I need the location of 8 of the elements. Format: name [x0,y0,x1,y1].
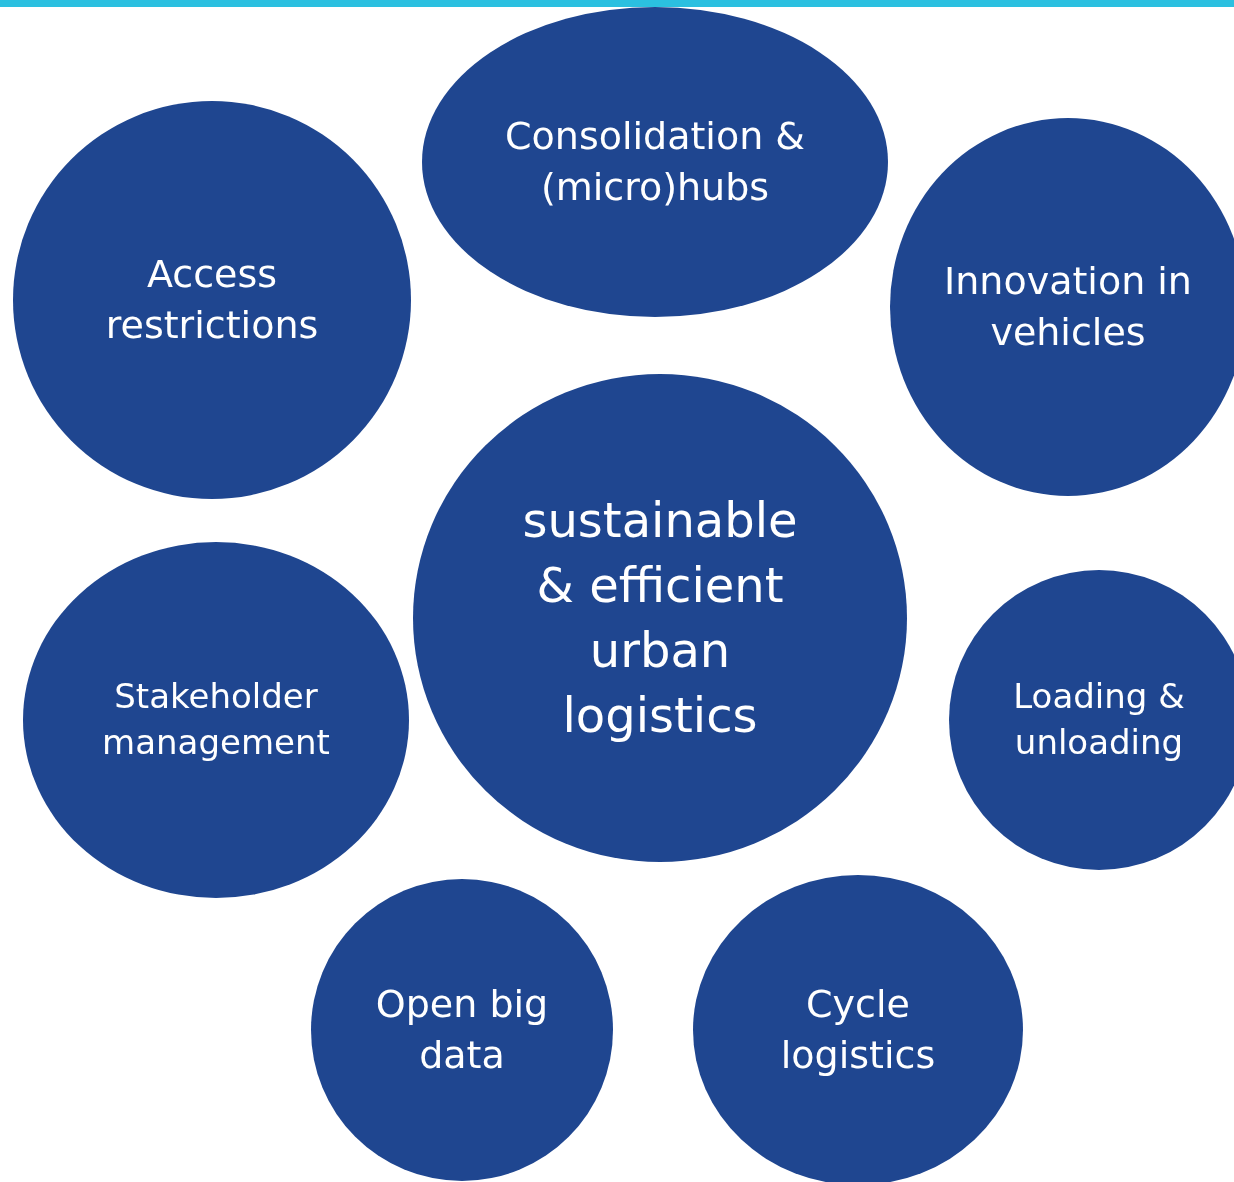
topic-label: Consolidation & (micro)hubs [504,112,806,211]
topic-label: Open big data [374,980,550,1079]
topic-label: Stakeholder management [101,675,331,764]
topic-label: Innovation in vehicles [943,257,1193,356]
topic-label: sustainable & efficient urban logistics [521,491,799,745]
topic-label: Loading & unloading [1012,675,1186,764]
topic-label: Cycle logistics [779,980,937,1079]
topic-label: Access restrictions [104,250,320,349]
